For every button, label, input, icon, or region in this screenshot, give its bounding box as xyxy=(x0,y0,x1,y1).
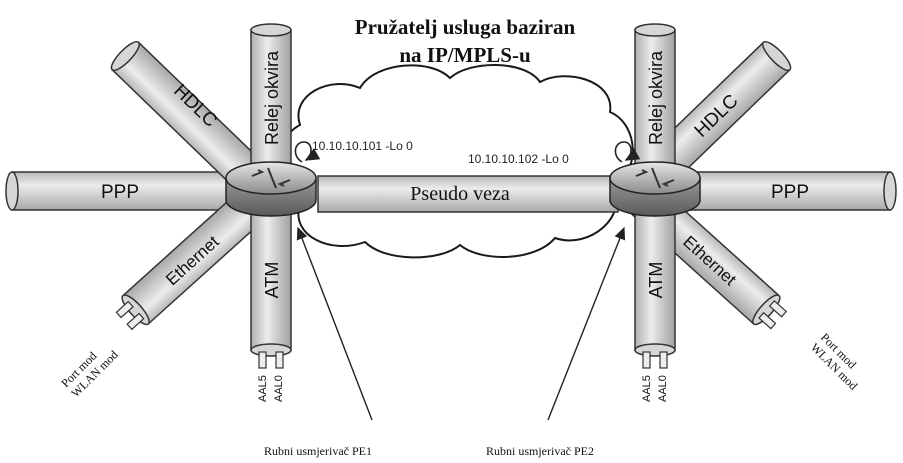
pseudowire-label: Pseudo veza xyxy=(410,183,510,205)
router-pe1-icon xyxy=(225,161,317,217)
right-loopback-icon xyxy=(614,141,641,163)
left-atm-label: ATM xyxy=(262,262,282,299)
left-loopback-address: 10.10.10.101 -Lo 0 xyxy=(312,139,413,153)
left-pipe-ppp: PPP xyxy=(5,171,263,211)
caption-pe2: Rubni usmjerivač PE2 xyxy=(486,444,594,458)
ip-mpls-cloud xyxy=(276,63,634,259)
arrow-to-pe2 xyxy=(547,226,626,421)
left-router-pipes: PPP HDLC Relej okvira Ethernet A xyxy=(5,23,292,369)
left-atm-mode-2: AAL0 xyxy=(273,375,285,402)
left-frame-relay-label: Relej okvira xyxy=(262,50,282,145)
left-pipe-atm: ATM xyxy=(250,204,292,369)
router-pe2-icon xyxy=(609,161,701,217)
caption-pe1: Rubni usmjerivač PE1 xyxy=(264,444,372,458)
right-atm-label: ATM xyxy=(646,262,666,299)
right-router-pipes: PPP HDLC Relej okvira Ethernet A xyxy=(625,23,897,369)
right-frame-relay-label: Relej okvira xyxy=(646,50,666,145)
left-pipe-frame-relay: Relej okvira xyxy=(250,23,292,181)
left-ppp-label: PPP xyxy=(101,182,139,203)
right-ppp-label: PPP xyxy=(771,182,809,203)
pseudowire-pipe: Pseudo veza xyxy=(317,175,619,213)
right-atm-mode-1: AAL5 xyxy=(641,375,653,402)
arrow-to-pe1 xyxy=(296,226,373,421)
right-loopback-address: 10.10.10.102 -Lo 0 xyxy=(468,152,569,166)
title-line-2: na IP/MPLS-u xyxy=(399,43,531,67)
left-atm-mode-1: AAL5 xyxy=(257,375,269,402)
left-loopback-icon xyxy=(294,141,321,163)
title-line-1: Pružatelj usluga baziran xyxy=(355,15,576,39)
right-pipe-atm: ATM xyxy=(634,204,676,369)
right-pipe-frame-relay: Relej okvira xyxy=(634,23,676,181)
right-atm-mode-2: AAL0 xyxy=(657,375,669,402)
